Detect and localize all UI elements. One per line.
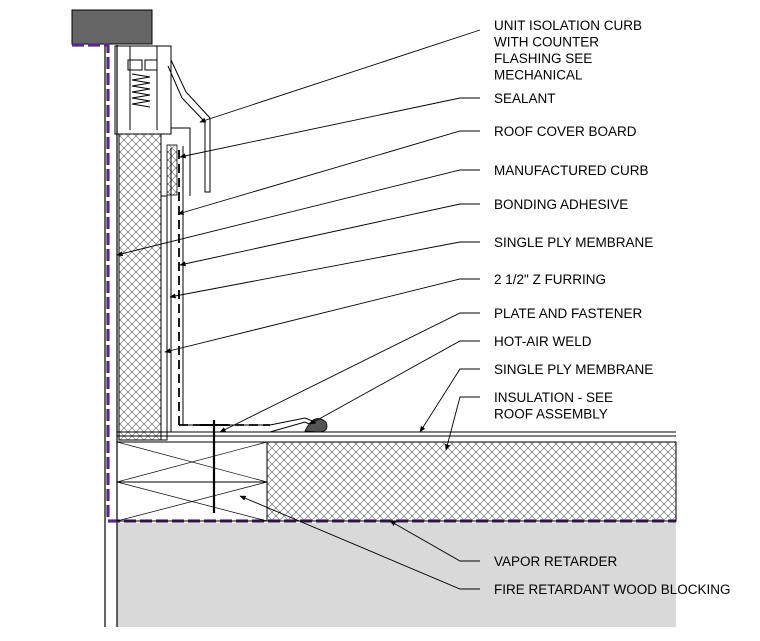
label-line: SINGLE PLY MEMBRANE [494, 362, 653, 377]
leader-single-ply-membrane-upper [169, 241, 480, 299]
label-line: FIRE RETARDANT WOOD BLOCKING [494, 582, 731, 597]
leader-hot-air-weld [309, 340, 480, 425]
label-line: UNIT ISOLATION CURB [494, 18, 642, 33]
membrane-base-flashing [171, 421, 319, 433]
label-line: VAPOR RETARDER [494, 554, 618, 569]
leader-plate-and-fastener [219, 312, 480, 433]
structural-deck [117, 523, 676, 627]
label-manufactured-curb: MANUFACTURED CURB [494, 163, 649, 178]
leader-bonding-adhesive [179, 203, 480, 267]
label-line: SINGLE PLY MEMBRANE [494, 235, 653, 250]
label-single-ply-membrane-lower: SINGLE PLY MEMBRANE [494, 362, 653, 377]
leader-single-ply-membrane-lower [419, 368, 480, 433]
label-single-ply-membrane-upper: SINGLE PLY MEMBRANE [494, 235, 653, 250]
label-fire-retardant-wood-blocking: FIRE RETARDANT WOOD BLOCKING [494, 582, 731, 597]
curb-cap [71, 9, 153, 45]
label-line: PLATE AND FASTENER [494, 306, 643, 321]
label-line: ROOF ASSEMBLY [494, 407, 608, 422]
wood-blocking [116, 441, 268, 522]
label-line: ROOF COVER BOARD [494, 124, 637, 139]
leader-sealant [179, 97, 480, 159]
label-insulation: INSULATION - SEE ROOF ASSEMBLY [494, 390, 613, 422]
leader-fire-retardant-wood-blocking [239, 495, 480, 590]
label-line: MECHANICAL [494, 68, 583, 83]
label-plate-and-fastener: PLATE AND FASTENER [494, 306, 643, 321]
label-line: HOT-AIR WELD [494, 334, 592, 349]
label-line: 2 1/2" Z FURRING [494, 272, 606, 287]
leader-z-furring [164, 278, 480, 354]
label-line: BONDING ADHESIVE [494, 197, 628, 212]
leader-manufactured-curb [116, 169, 480, 257]
roof-cover-board-vertical [160, 195, 168, 441]
label-hot-air-weld: HOT-AIR WELD [494, 334, 592, 349]
curb-insulation-board [118, 133, 162, 441]
leader-roof-cover-board [177, 130, 480, 215]
label-line: FLASHING SEE [494, 51, 592, 66]
label-bonding-adhesive: BONDING ADHESIVE [494, 197, 628, 212]
label-line: INSULATION - SEE [494, 390, 613, 405]
label-line: WITH COUNTER [494, 35, 599, 50]
roof-cover-board-top [166, 144, 178, 196]
label-vapor-retarder: VAPOR RETARDER [494, 554, 618, 569]
label-line: MANUFACTURED CURB [494, 163, 649, 178]
leader-vapor-retarder [389, 520, 480, 562]
leader-unit-isolation-curb [199, 29, 481, 123]
label-line: SEALANT [494, 91, 556, 106]
label-roof-cover-board: ROOF COVER BOARD [494, 124, 637, 139]
label-z-furring: 2 1/2" Z FURRING [494, 272, 606, 287]
label-sealant: SEALANT [494, 91, 556, 106]
roof-insulation [266, 441, 677, 522]
leader-insulation [445, 396, 480, 451]
